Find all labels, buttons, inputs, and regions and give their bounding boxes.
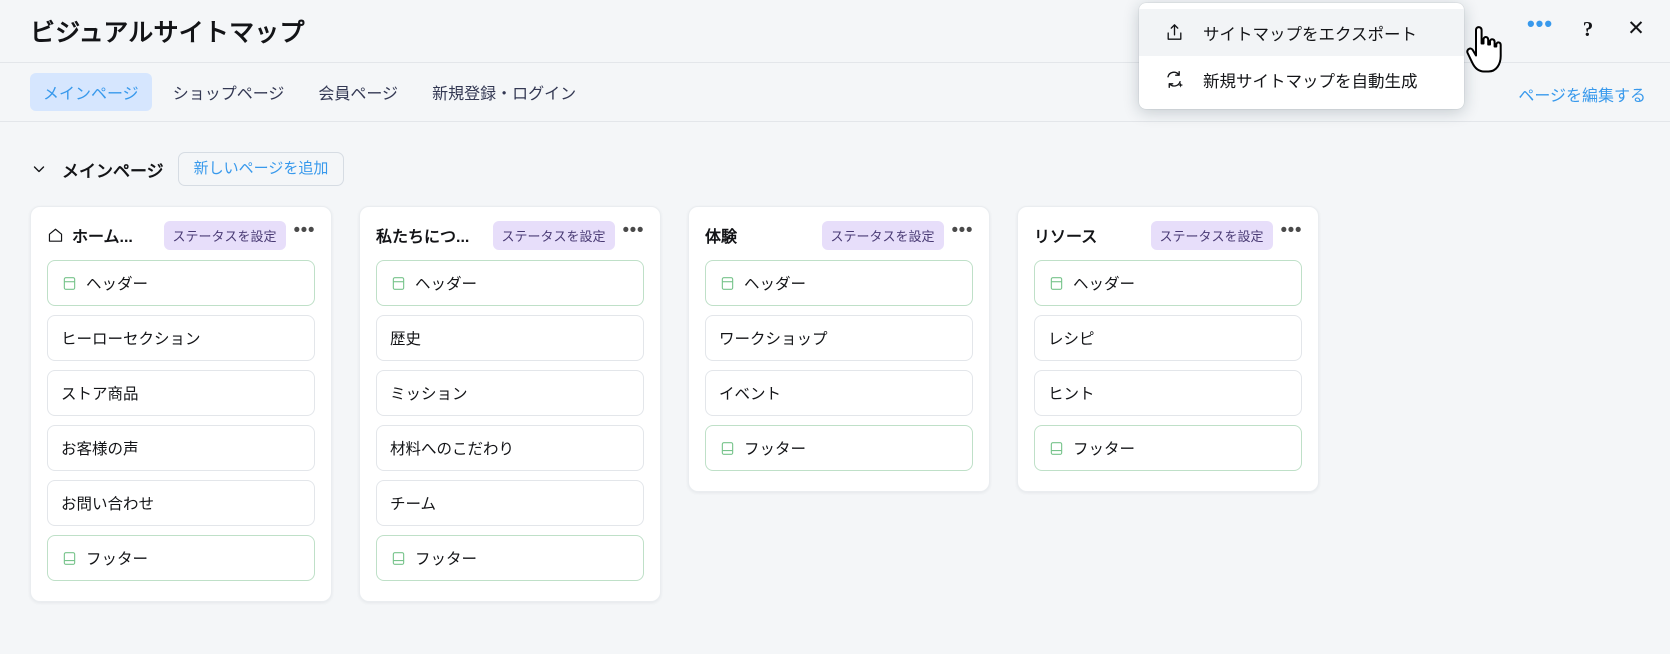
footer-block-icon xyxy=(390,550,406,566)
page-section-label: フッター xyxy=(744,441,807,458)
page-section-label: 歴史 xyxy=(390,331,422,348)
page-section-item[interactable]: レシピ xyxy=(1034,315,1302,361)
page-section-item[interactable]: イベント xyxy=(705,370,973,416)
tab-list: メインページ ショップページ 会員ページ 新規登録・ログイン xyxy=(30,73,589,111)
auto-generate-icon xyxy=(1163,69,1185,91)
page-section-label: ヘッダー xyxy=(1073,276,1136,293)
menu-item-auto-generate-sitemap[interactable]: 新規サイトマップを自動生成 xyxy=(1139,56,1464,103)
card-title: 私たちにつ... xyxy=(376,229,470,246)
page-section-label: レシピ xyxy=(1048,331,1095,348)
page-section-item[interactable]: フッター xyxy=(1034,425,1302,471)
page-section-label: 材料へのこだわり xyxy=(390,441,515,458)
sitemap-page-card[interactable]: ホーム... ステータスを設定 ••• ヘッダーヒーローセクションストア商品お客様の声… xyxy=(30,206,332,602)
card-more-options-icon[interactable]: ••• xyxy=(1280,219,1302,241)
card-header: ホーム... ステータスを設定 ••• xyxy=(47,219,315,250)
tab-shop-pages[interactable]: ショップページ xyxy=(172,86,285,103)
card-header: 体験 ステータスを設定 ••• xyxy=(705,219,973,250)
page-section-item[interactable]: ヘッダー xyxy=(705,260,973,306)
page-section-item[interactable]: ストア商品 xyxy=(47,370,315,416)
page-title: ビジュアルサイトマップ xyxy=(30,19,305,47)
page-section-label: チーム xyxy=(390,496,437,513)
tab-bar: メインページ ショップページ 会員ページ 新規登録・ログイン ページを編集する xyxy=(0,62,1670,122)
footer-block-icon xyxy=(719,440,735,456)
sitemap-page-card[interactable]: リソース ステータスを設定 ••• ヘッダーレシピヒントフッター xyxy=(1017,206,1319,492)
page-section-item[interactable]: ワークショップ xyxy=(705,315,973,361)
page-section-label: ヘッダー xyxy=(415,276,478,293)
more-options-icon[interactable]: ••• xyxy=(1526,11,1554,36)
export-icon xyxy=(1163,22,1185,44)
page-section-label: ヒント xyxy=(1048,386,1095,403)
footer-block-icon xyxy=(61,550,77,566)
home-icon xyxy=(47,227,64,244)
page-section-item[interactable]: ヘッダー xyxy=(376,260,644,306)
options-dropdown-menu: サイトマップをエクスポート 新規サイトマップを自動生成 xyxy=(1139,3,1464,109)
titlebar-actions: ••• ? ✕ xyxy=(1526,11,1648,44)
card-title: ホーム... xyxy=(72,229,133,246)
sitemap-page-card[interactable]: 体験 ステータスを設定 ••• ヘッダーワークショップイベントフッター xyxy=(688,206,990,492)
card-more-options-icon[interactable]: ••• xyxy=(293,219,315,241)
page-section-item[interactable]: ヒーローセクション xyxy=(47,315,315,361)
page-section-item[interactable]: ヘッダー xyxy=(1034,260,1302,306)
page-section-item[interactable]: ミッション xyxy=(376,370,644,416)
header-block-icon xyxy=(61,275,77,291)
sitemap-page-card[interactable]: 私たちにつ... ステータスを設定 ••• ヘッダー歴史ミッション材料へのこだわりチー… xyxy=(359,206,661,602)
sitemap-cards: ホーム... ステータスを設定 ••• ヘッダーヒーローセクションストア商品お客様の声… xyxy=(30,206,1319,602)
page-section-label: フッター xyxy=(415,551,478,568)
card-title: 体験 xyxy=(705,229,738,246)
status-badge[interactable]: ステータスを設定 xyxy=(821,220,944,250)
menu-item-export-sitemap[interactable]: サイトマップをエクスポート xyxy=(1139,9,1464,56)
header-block-icon xyxy=(719,275,735,291)
edit-pages-link[interactable]: ページを編集する xyxy=(1518,88,1646,105)
tab-main-pages[interactable]: メインページ xyxy=(30,73,152,111)
page-section-item[interactable]: チーム xyxy=(376,480,644,526)
page-section-label: イベント xyxy=(719,386,782,403)
status-badge[interactable]: ステータスを設定 xyxy=(163,220,286,250)
page-section-label: お問い合わせ xyxy=(61,496,155,513)
page-section-label: ヘッダー xyxy=(86,276,149,293)
page-section-item[interactable]: 歴史 xyxy=(376,315,644,361)
header-block-icon xyxy=(1048,275,1064,291)
page-section-item[interactable]: ヘッダー xyxy=(47,260,315,306)
card-header: 私たちにつ... ステータスを設定 ••• xyxy=(376,219,644,250)
page-section-item[interactable]: 材料へのこだわり xyxy=(376,425,644,471)
menu-item-label: 新規サイトマップを自動生成 xyxy=(1203,72,1418,91)
section-title: メインページ xyxy=(62,161,164,181)
page-section-label: ヘッダー xyxy=(744,276,807,293)
card-more-options-icon[interactable]: ••• xyxy=(622,219,644,241)
page-section-item[interactable]: フッター xyxy=(47,535,315,581)
page-section-label: お客様の声 xyxy=(61,441,139,458)
page-section-item[interactable]: お客様の声 xyxy=(47,425,315,471)
page-section-label: ストア商品 xyxy=(61,386,139,403)
page-section-label: フッター xyxy=(86,551,149,568)
menu-item-label: サイトマップをエクスポート xyxy=(1203,25,1418,44)
tab-signup-login[interactable]: 新規登録・ログイン xyxy=(432,86,577,103)
chevron-down-icon[interactable] xyxy=(30,160,48,178)
page-section-label: フッター xyxy=(1073,441,1136,458)
page-section-label: ワークショップ xyxy=(719,331,828,348)
title-bar: ビジュアルサイトマップ ••• ? ✕ xyxy=(0,0,1670,62)
help-icon[interactable]: ? xyxy=(1582,16,1594,41)
page-section-item[interactable]: フッター xyxy=(376,535,644,581)
page-section-item[interactable]: お問い合わせ xyxy=(47,480,315,526)
page-section-label: ヒーローセクション xyxy=(61,331,201,348)
status-badge[interactable]: ステータスを設定 xyxy=(1150,220,1273,250)
page-section-label: ミッション xyxy=(390,386,468,403)
close-icon[interactable]: ✕ xyxy=(1627,17,1645,40)
tab-member-pages[interactable]: 会員ページ xyxy=(318,86,399,103)
status-badge[interactable]: ステータスを設定 xyxy=(492,220,615,250)
footer-block-icon xyxy=(1048,440,1064,456)
card-more-options-icon[interactable]: ••• xyxy=(951,219,973,241)
section-header: メインページ 新しいページを追加 xyxy=(30,152,345,186)
card-header: リソース ステータスを設定 ••• xyxy=(1034,219,1302,250)
card-title: リソース xyxy=(1034,229,1098,246)
add-new-page-button[interactable]: 新しいページを追加 xyxy=(177,152,345,186)
page-section-item[interactable]: フッター xyxy=(705,425,973,471)
page-section-item[interactable]: ヒント xyxy=(1034,370,1302,416)
header-block-icon xyxy=(390,275,406,291)
